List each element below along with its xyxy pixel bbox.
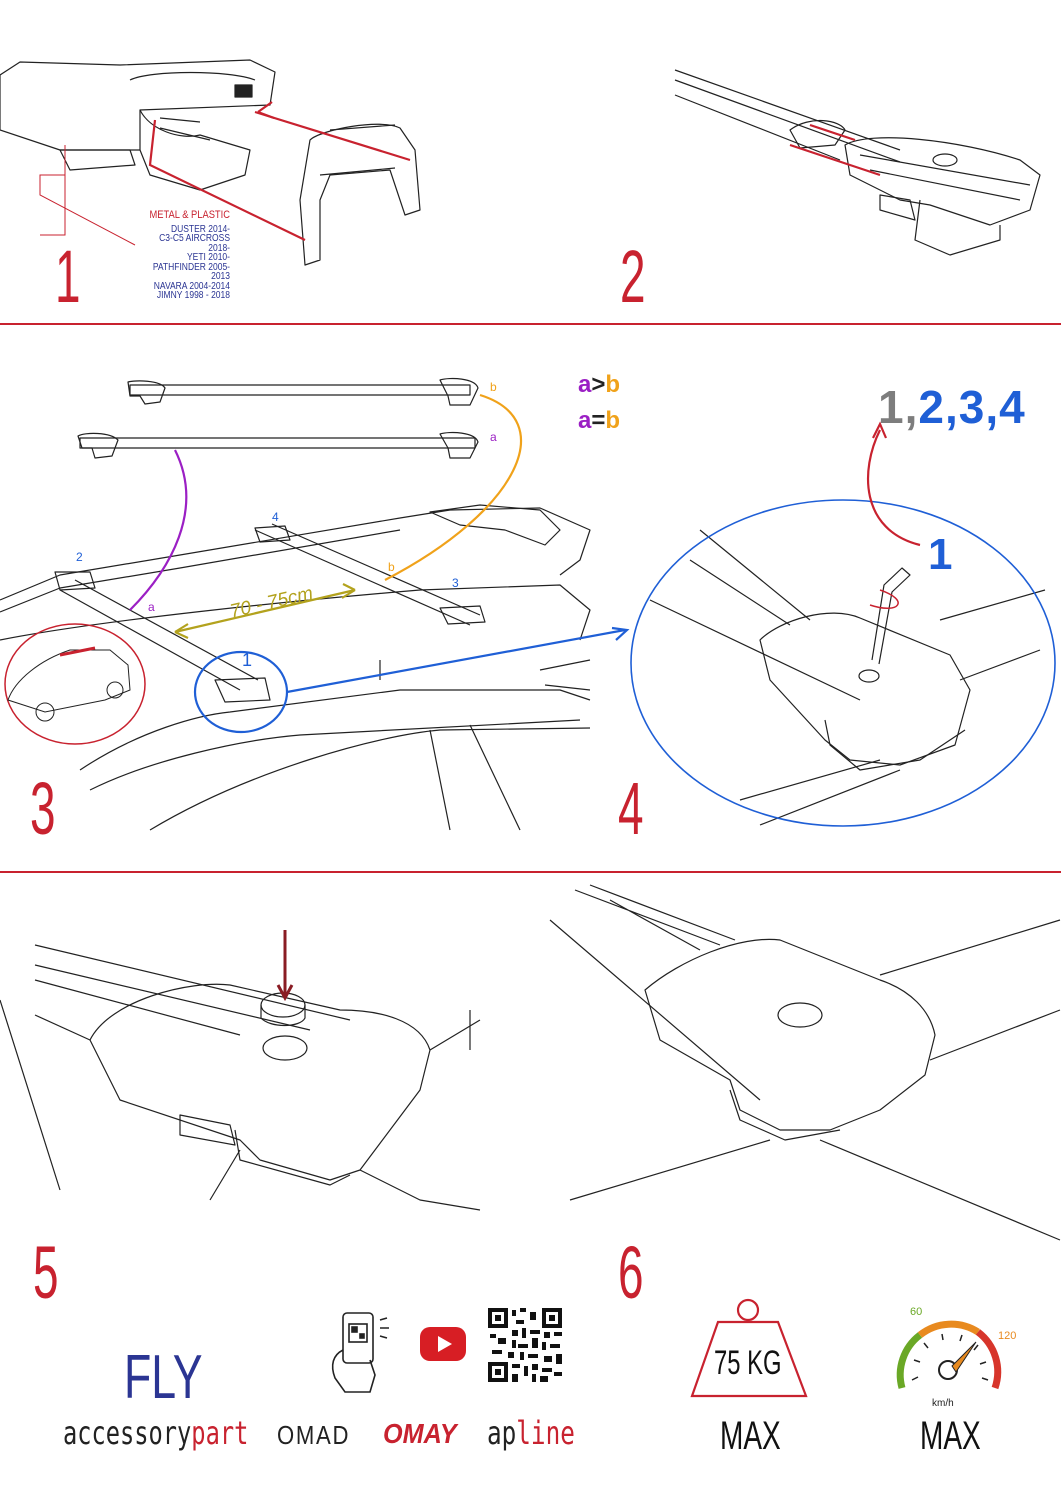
callout-number: 1 [928, 530, 953, 579]
tightening-sequence: 1,2,3,4 [878, 380, 1026, 434]
step-number-4: 4 [618, 767, 644, 850]
speed-low-label: 60 [910, 1306, 923, 1318]
model-line: DUSTER 2014- [170, 223, 230, 235]
bar-label-a: a [490, 430, 497, 444]
max-load-label: MAX [720, 1414, 781, 1458]
section-divider [0, 323, 1061, 325]
ratio-b: b [605, 371, 621, 398]
brand-apline-a: ap [487, 1414, 517, 1452]
model-line: NAVARA 2004-2014 [153, 280, 230, 292]
panel4-zoom-foot-drawing [649, 529, 1046, 826]
speed-high-label: 120 [998, 1330, 1017, 1342]
ratio-a-greater-b: a>b [578, 373, 620, 397]
panel1-foot-drawing [0, 59, 421, 266]
bar-label-b: b [490, 380, 497, 394]
panel5-foot-cap-drawing [0, 944, 481, 1211]
brand-omad: OMAD [277, 1420, 351, 1450]
brand-accessorypart-a: accessory [63, 1414, 192, 1452]
max-load-value: 75 KG [714, 1344, 782, 1382]
foot-label-3: 3 [452, 576, 459, 590]
foot-label-4: 4 [272, 510, 279, 524]
ratio-b: b [605, 407, 621, 434]
sequence-first: 1, [878, 381, 919, 433]
model-line: PATHFINDER 2005-2013 [152, 261, 230, 282]
model-line: JIMNY 1998 - 2018 [156, 290, 230, 301]
material-label: METAL & PLASTIC [149, 209, 230, 221]
model-line: YETI 2010- [186, 252, 230, 263]
section-divider [0, 871, 1061, 873]
step-number-5: 5 [33, 1231, 59, 1314]
weight-icon [690, 1298, 808, 1398]
gap-label-b: b [388, 560, 395, 574]
model-line: C3-C5 AIRCROSS 2018- [159, 233, 230, 254]
max-speed-label: MAX [920, 1414, 981, 1458]
sequence-rest: 2,3,4 [918, 381, 1026, 433]
gap-label-a: a [148, 600, 155, 614]
speed-unit-label: km/h [932, 1398, 954, 1409]
panel3-car-roof-drawing [0, 377, 591, 831]
ratio-a-equals-b: a=b [578, 409, 620, 433]
ratio-op: > [591, 371, 606, 398]
brand-accessorypart-b: part [191, 1414, 249, 1452]
brand-apline: apline [487, 1414, 575, 1452]
phone-scan-icon [331, 1312, 389, 1393]
step-number-1: 1 [55, 235, 81, 318]
step-number-2: 2 [620, 235, 646, 318]
foot-label-1: 1 [242, 650, 253, 670]
ratio-a: a [578, 407, 592, 434]
brand-omay: OMAY [383, 1418, 457, 1449]
foot-label-2: 2 [76, 550, 83, 564]
speedometer-icon [896, 1320, 1002, 1390]
step-number-6: 6 [618, 1231, 644, 1314]
qr-code-icon[interactable] [488, 1308, 562, 1382]
brand-accessorypart: accessorypart [63, 1414, 248, 1452]
car-thumbnail [4, 623, 146, 745]
panel2-rail-drawing [674, 69, 1041, 256]
step-number-3: 3 [30, 767, 56, 850]
ratio-op: = [591, 407, 606, 434]
youtube-icon[interactable] [420, 1327, 466, 1361]
ratio-a: a [578, 371, 592, 398]
compatibility-list: METAL & PLASTIC DUSTER 2014- C3-C5 AIRCR… [137, 209, 230, 301]
panel6-installed-foot-drawing [549, 884, 1061, 1241]
product-name: FLY [124, 1343, 203, 1412]
brand-apline-b: line [516, 1414, 575, 1452]
